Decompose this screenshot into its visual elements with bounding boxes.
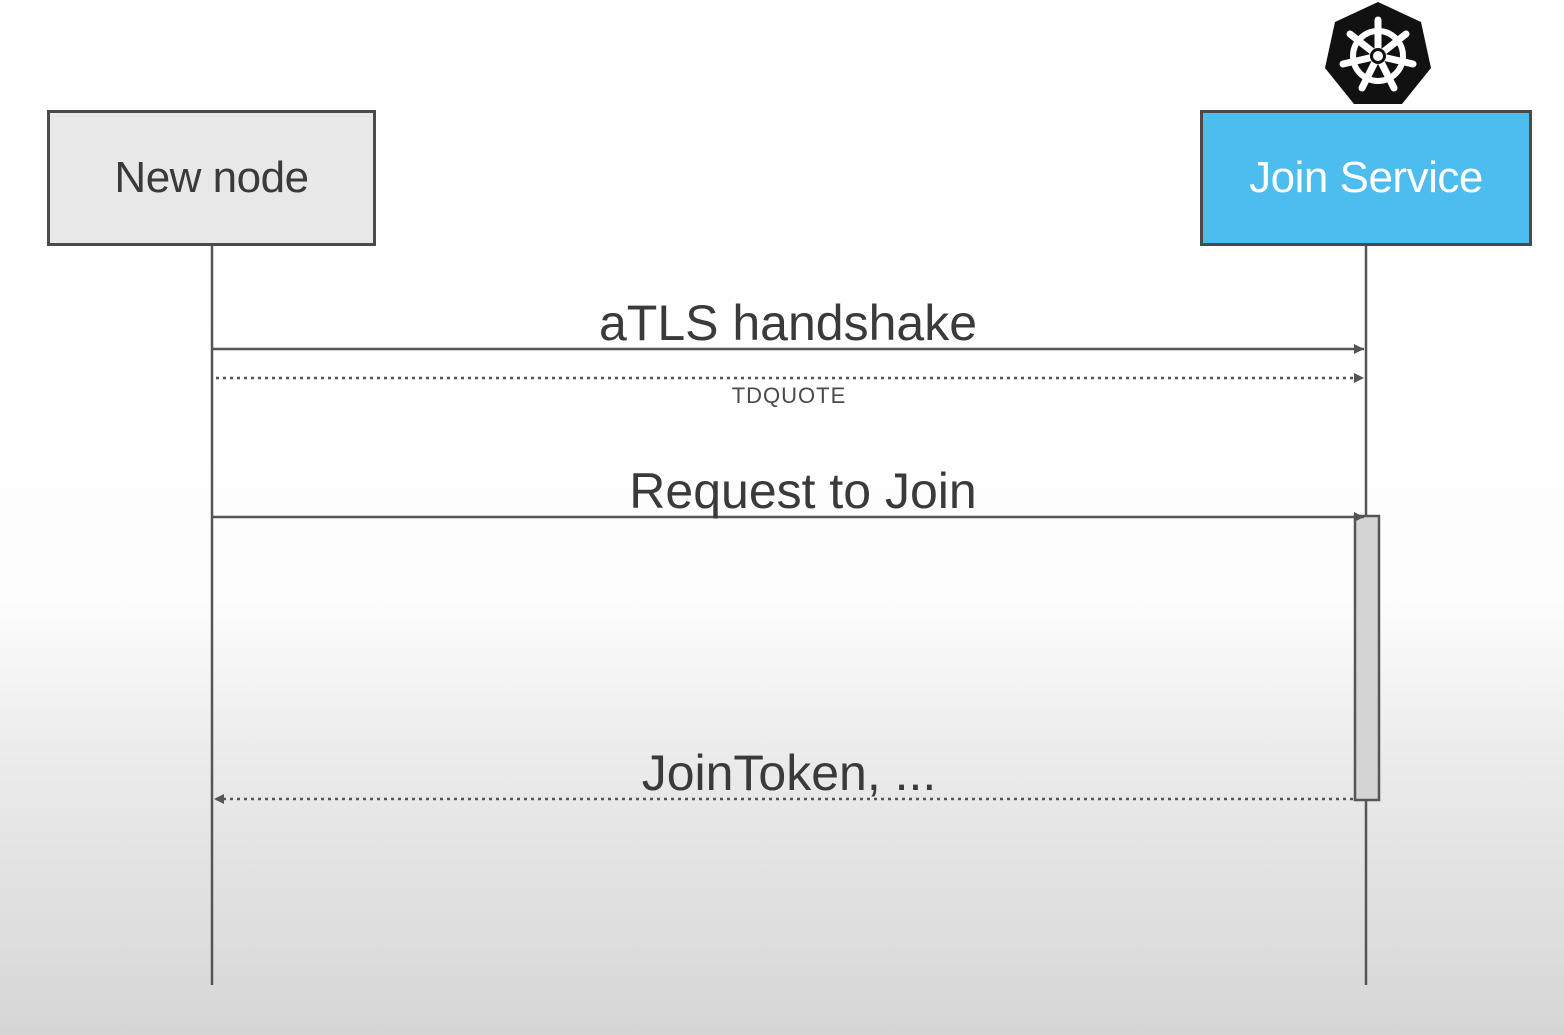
activation-bar (1353, 514, 1381, 802)
participant-join-service-label: Join Service (1249, 153, 1483, 202)
message-atls-label: aTLS handshake (598, 295, 978, 351)
kubernetes-helm-icon (1325, 2, 1431, 104)
message-tdquote-label: TDQUOTE (731, 383, 847, 408)
message-token-label: JoinToken, ... (641, 745, 937, 801)
participant-new-node-label: New node (114, 153, 309, 202)
participant-new-node: New node (47, 110, 376, 246)
participant-join-service: Join Service (1200, 110, 1532, 246)
message-request-label: Request to Join (629, 463, 977, 519)
